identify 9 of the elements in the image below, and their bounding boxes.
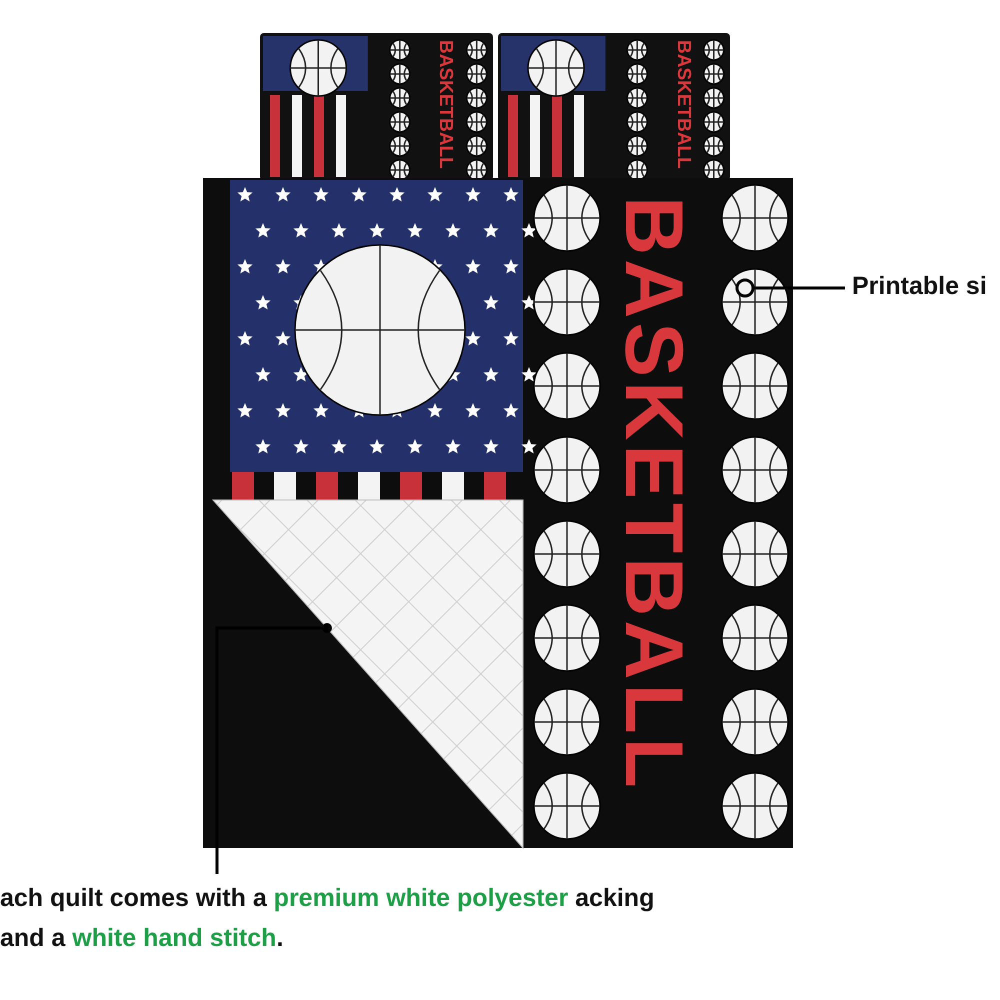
marker-ring: [736, 278, 754, 298]
leader-line: [753, 286, 845, 290]
callout-text: Printable si: [852, 272, 987, 301]
quilt-backing-drawing: [212, 500, 524, 850]
leader-line: [216, 623, 332, 874]
printed-word: BASKETBALL: [436, 40, 455, 169]
caption-text: ach quilt comes with a premium white polyester acking and a white hand stitch.: [0, 878, 690, 958]
printed-word: BASKETBALL: [674, 40, 693, 169]
printed-word: BASKETBALL: [612, 196, 694, 792]
